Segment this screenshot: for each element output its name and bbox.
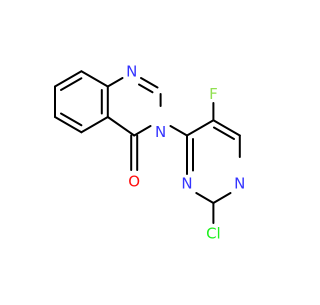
atom-label-pyrimidine-n3: N [234,175,245,193]
bond [195,192,215,204]
atom-label-fluorine: F [209,85,218,103]
bond [133,125,152,137]
atom-label-pyrimidine-n1: N [181,175,192,193]
bond [54,70,83,88]
bond [106,116,136,137]
bond [213,126,235,140]
bond [212,119,241,137]
bond [140,77,159,89]
bond [54,116,83,134]
bond [80,116,109,134]
atom-label-n1: N [126,63,137,81]
bond [138,83,154,94]
bond [60,77,83,91]
bond [106,77,124,88]
atom-label-n3: N [155,123,166,141]
molecule-svg: N N O F N N Cl [54,63,245,243]
atom-label-oxygen: O [128,173,140,191]
bond [169,125,188,137]
bond [80,70,109,88]
bond [60,112,83,127]
structure-diagram: N N O F N N Cl [54,63,245,243]
atom-label-chlorine: Cl [206,225,221,243]
atom-labels: N N O F N N Cl [126,63,245,243]
bond [186,119,215,137]
bonds [54,70,241,224]
bond [212,192,232,204]
